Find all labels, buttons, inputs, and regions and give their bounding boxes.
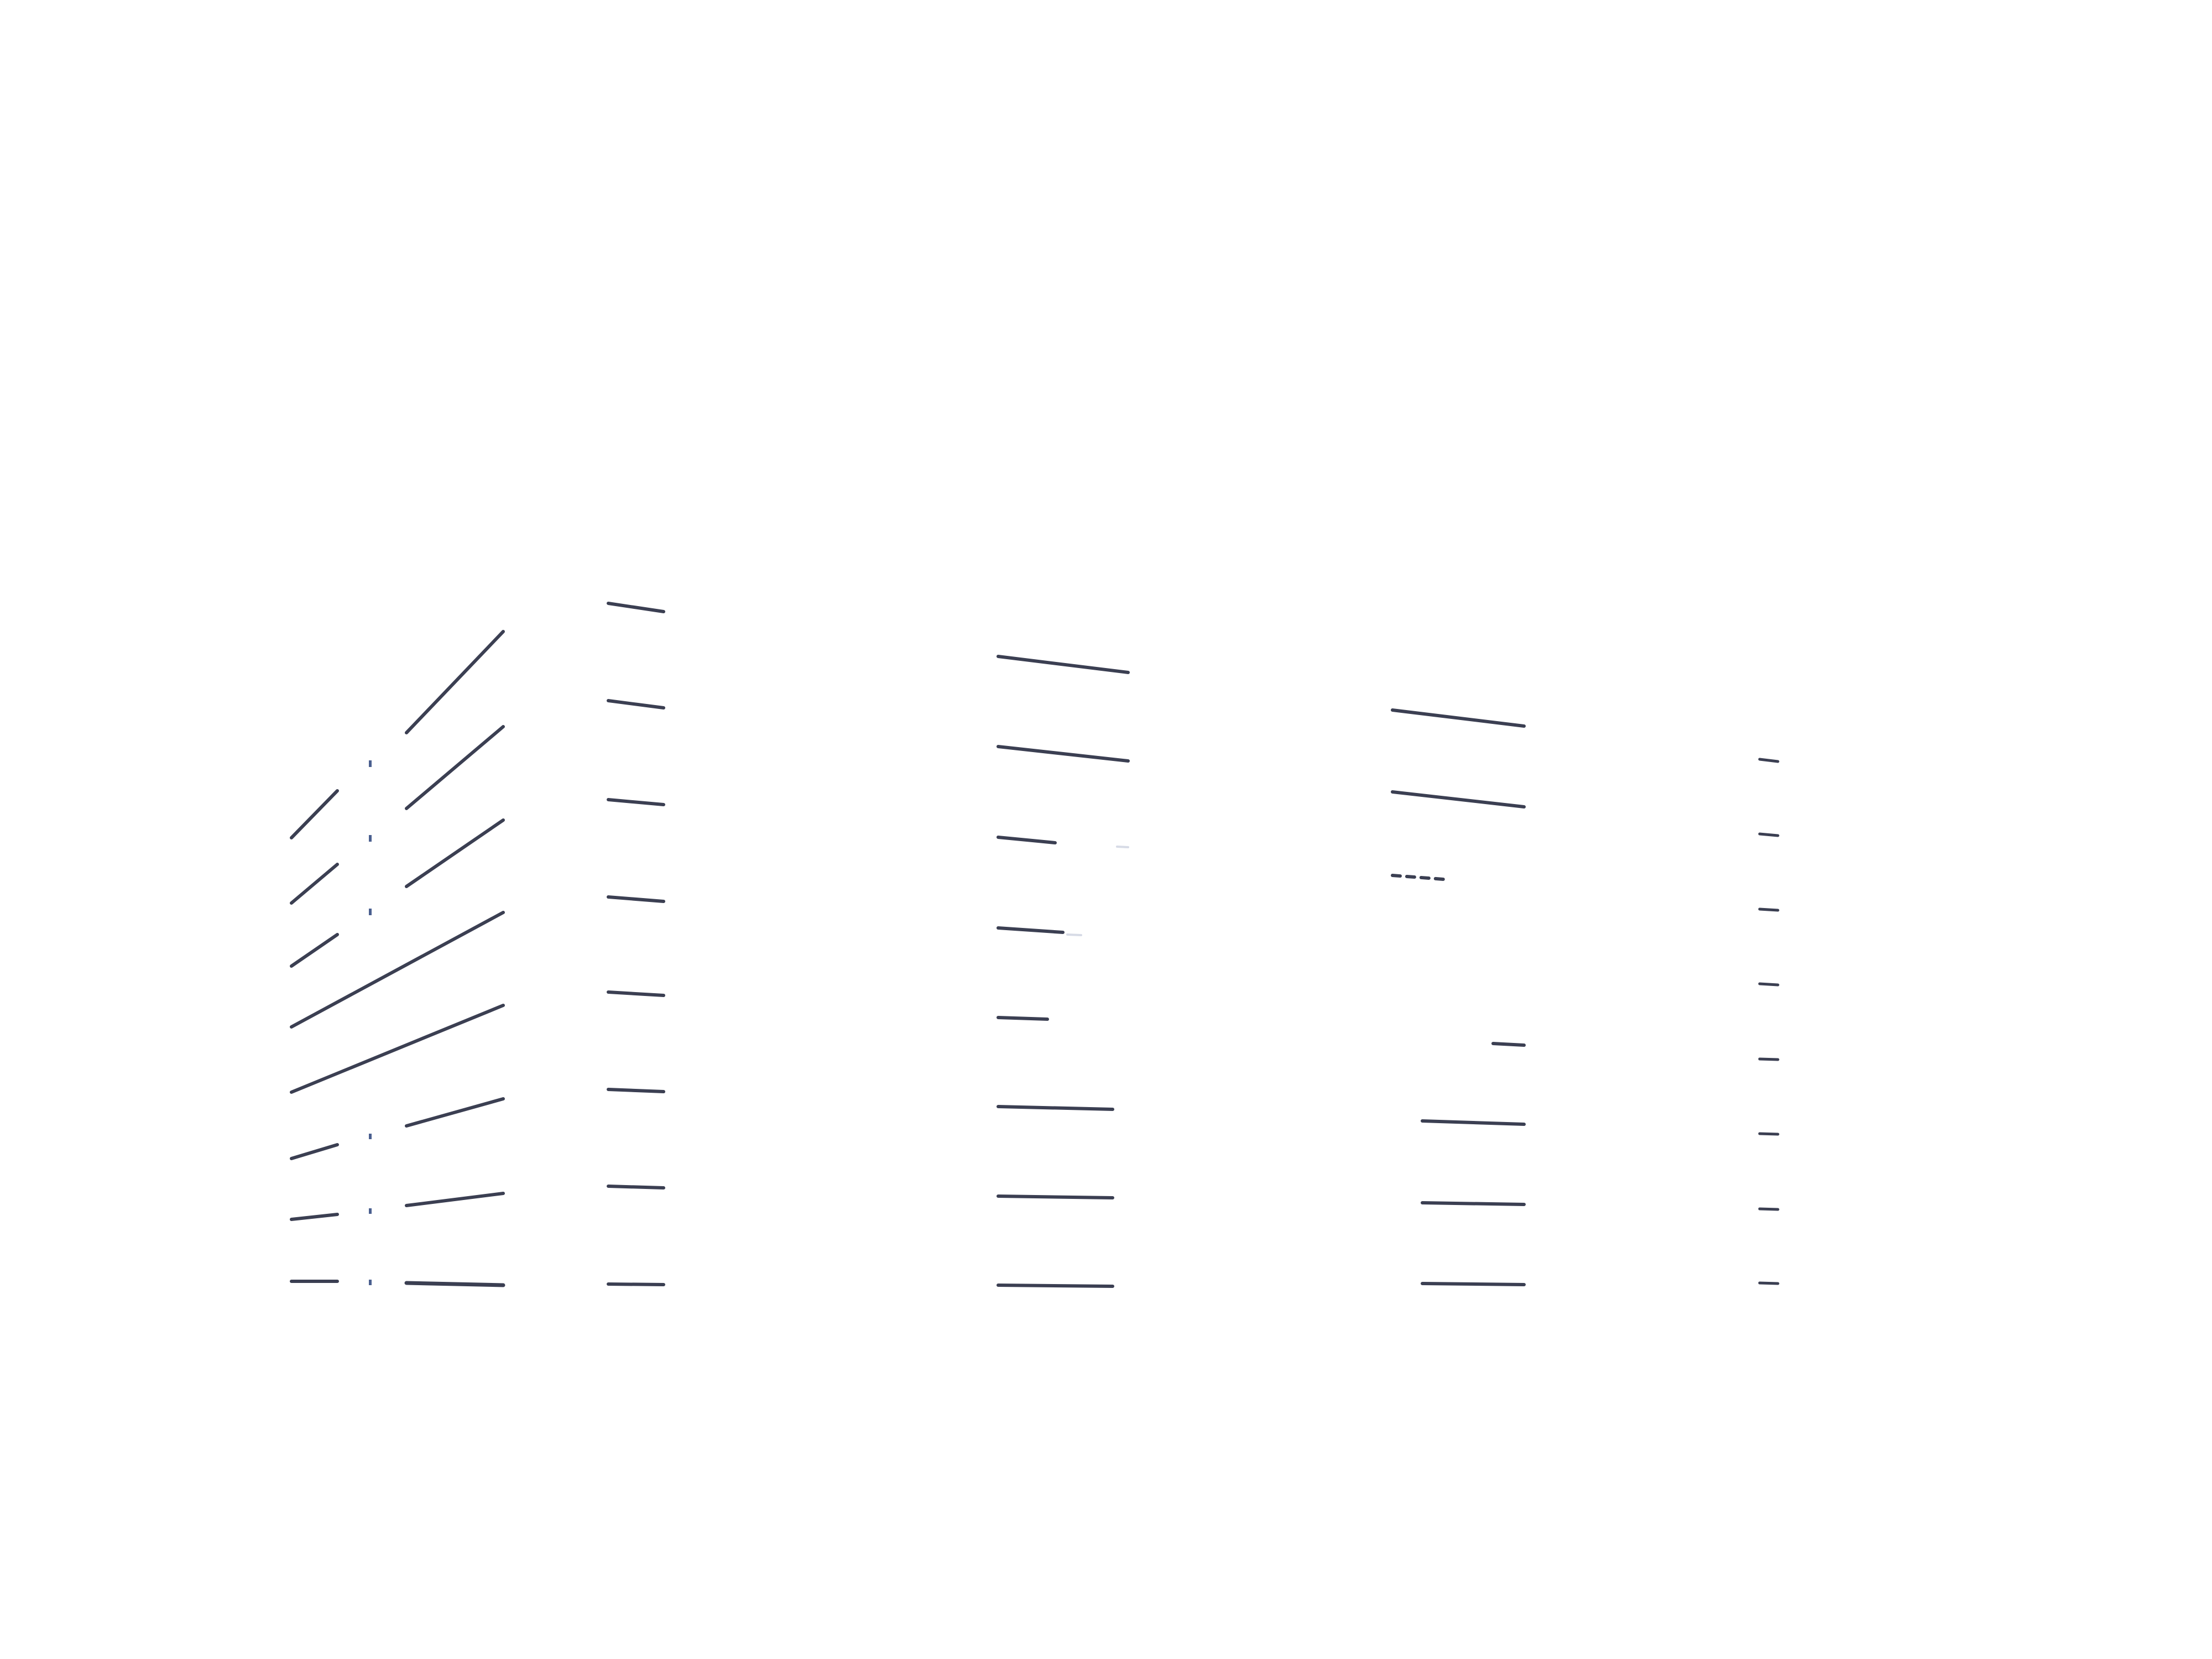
- corner-mark: [369, 1134, 372, 1139]
- facade-right: [1391, 708, 1526, 1286]
- window-band: [290, 1213, 339, 1221]
- facade-ledge-column: [607, 602, 665, 1286]
- window-band: [404, 1281, 505, 1287]
- window-band: [405, 1192, 505, 1207]
- corner-mark: [369, 835, 372, 842]
- window-band: [1391, 874, 1445, 881]
- window-band: [290, 933, 339, 968]
- ledge: [607, 990, 665, 997]
- ledge: [1758, 982, 1780, 987]
- window-band: [997, 836, 1057, 844]
- window-band: [290, 1143, 339, 1160]
- ledge: [1758, 1281, 1780, 1285]
- ledge: [607, 602, 665, 613]
- corner-mark: [369, 760, 372, 767]
- ledge: [607, 1282, 665, 1286]
- window-band: [290, 863, 339, 905]
- ledge: [607, 798, 665, 806]
- window-band: [997, 926, 1065, 934]
- window-band: [1421, 1201, 1526, 1206]
- ledge: [1758, 907, 1780, 912]
- ledge: [1758, 758, 1780, 763]
- corner-mark: [369, 1280, 372, 1285]
- facade-left-corner: [290, 630, 505, 1287]
- window-band: [1491, 1042, 1526, 1047]
- window-band: [290, 789, 339, 839]
- ledge: [607, 1088, 665, 1093]
- window-band: [405, 818, 505, 888]
- window-band: [1421, 1282, 1526, 1286]
- window-band: [405, 725, 505, 810]
- window-band: [1421, 1119, 1526, 1126]
- window-band: [290, 911, 505, 1029]
- window-band: [997, 1105, 1114, 1111]
- window-band: [1391, 790, 1526, 808]
- facade-far-right: [1758, 758, 1780, 1285]
- window-band: [405, 1097, 505, 1128]
- window-band: [997, 1194, 1114, 1199]
- ledge: [607, 699, 665, 709]
- window-band: [405, 630, 505, 734]
- corner-mark: [369, 909, 372, 915]
- ledge: [1758, 1057, 1780, 1061]
- window-band: [1391, 708, 1526, 728]
- ledge: [607, 1185, 665, 1190]
- window-band: [997, 655, 1130, 674]
- ledge: [607, 895, 665, 903]
- window-band: [997, 1284, 1114, 1288]
- window-band: [997, 1016, 1049, 1021]
- ledge: [1758, 832, 1780, 837]
- facade-center: [997, 655, 1130, 1288]
- window-band: [290, 1004, 505, 1094]
- window-band: [997, 745, 1130, 763]
- corner-mark: [369, 1208, 372, 1214]
